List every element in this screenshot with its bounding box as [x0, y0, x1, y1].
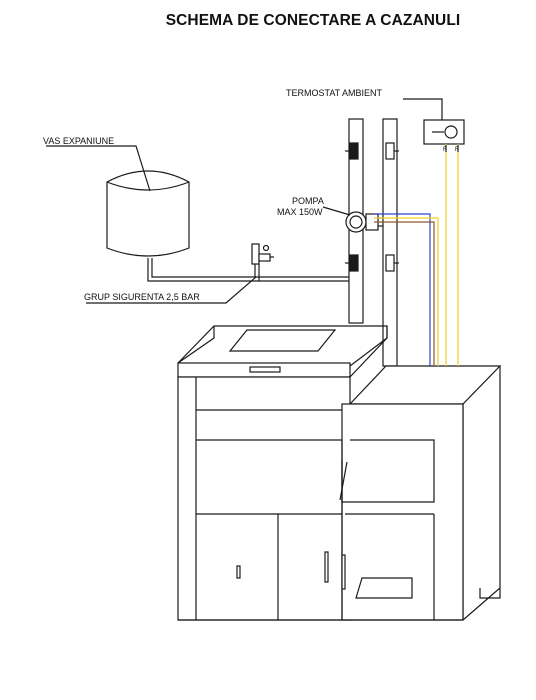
thermostat-label: TERMOSTAT AMBIENT: [286, 88, 383, 98]
electric-wires: [374, 144, 459, 366]
return-valve-bottom: [385, 254, 399, 272]
expansion-vessel: [106, 170, 190, 268]
safety-group-label: GRUP SIGURENTA 2,5 BAR: [84, 292, 200, 302]
pump-power-label: MAX 150W: [277, 207, 323, 217]
supply-valve-bottom: [345, 254, 359, 272]
supply-valve-top: [345, 142, 359, 160]
return-valve-top: [385, 142, 399, 160]
pump-label: POMPA: [292, 196, 324, 206]
terminal-left-label: F: [443, 147, 447, 153]
boiler: [177, 325, 502, 621]
expansion-vessel-label: VAS EXPANIUNE: [43, 136, 114, 146]
room-thermostat: [423, 119, 465, 145]
diagram-title: SCHEMA DE CONECTARE A CAZANULI: [165, 12, 461, 29]
safety-group: [251, 243, 274, 281]
terminal-right-label: F: [455, 147, 459, 153]
